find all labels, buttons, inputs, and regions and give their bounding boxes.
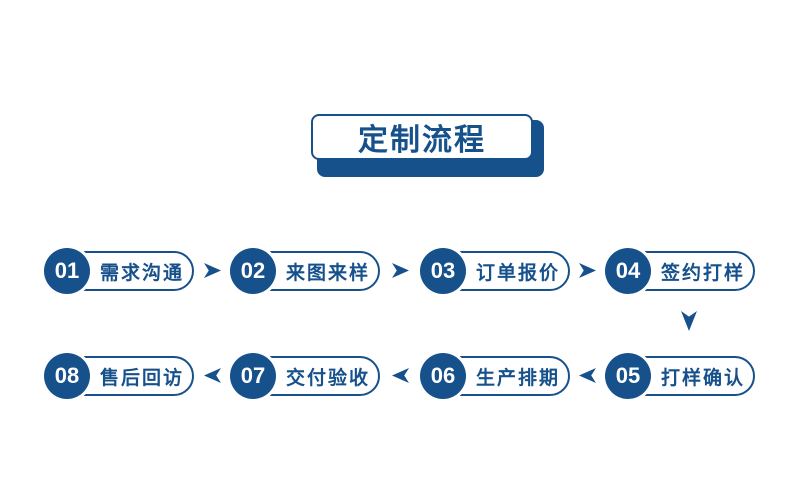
arrow-right-icon <box>392 263 409 278</box>
arrow-left-icon <box>392 368 409 383</box>
step-07-number-badge: 07 <box>230 353 276 399</box>
step-01-label: 需求沟通 <box>99 262 184 284</box>
step-01: 需求沟通 01 <box>44 248 194 294</box>
arrow-down-icon <box>681 311 697 331</box>
arrow-left-icon <box>579 368 596 383</box>
step-07-label: 交付验收 <box>285 367 370 389</box>
step-02: 来图来样 02 <box>230 248 380 294</box>
step-03-label: 订单报价 <box>475 262 560 284</box>
step-05-number-badge: 05 <box>605 353 651 399</box>
step-05: 打样确认 05 <box>605 353 755 399</box>
step-06-label: 生产排期 <box>475 367 560 389</box>
step-04: 签约打样 04 <box>605 248 755 294</box>
title-banner: 定制流程 <box>311 114 533 160</box>
step-08: 售后回访 08 <box>44 353 194 399</box>
page-title: 定制流程 <box>358 124 486 157</box>
step-02-number-badge: 02 <box>230 248 276 294</box>
step-03-number-badge: 03 <box>420 248 466 294</box>
step-08-label: 售后回访 <box>99 367 184 389</box>
step-07: 交付验收 07 <box>230 353 380 399</box>
step-06: 生产排期 06 <box>420 353 570 399</box>
step-01-number-badge: 01 <box>44 248 90 294</box>
step-04-number-badge: 04 <box>605 248 651 294</box>
step-08-number-badge: 08 <box>44 353 90 399</box>
step-06-number-badge: 06 <box>420 353 466 399</box>
arrow-left-icon <box>204 368 221 383</box>
arrow-right-icon <box>579 263 596 278</box>
step-04-label: 签约打样 <box>660 262 745 284</box>
step-02-label: 来图来样 <box>285 262 370 284</box>
step-03: 订单报价 03 <box>420 248 570 294</box>
step-05-label: 打样确认 <box>660 367 745 389</box>
arrow-right-icon <box>204 263 221 278</box>
